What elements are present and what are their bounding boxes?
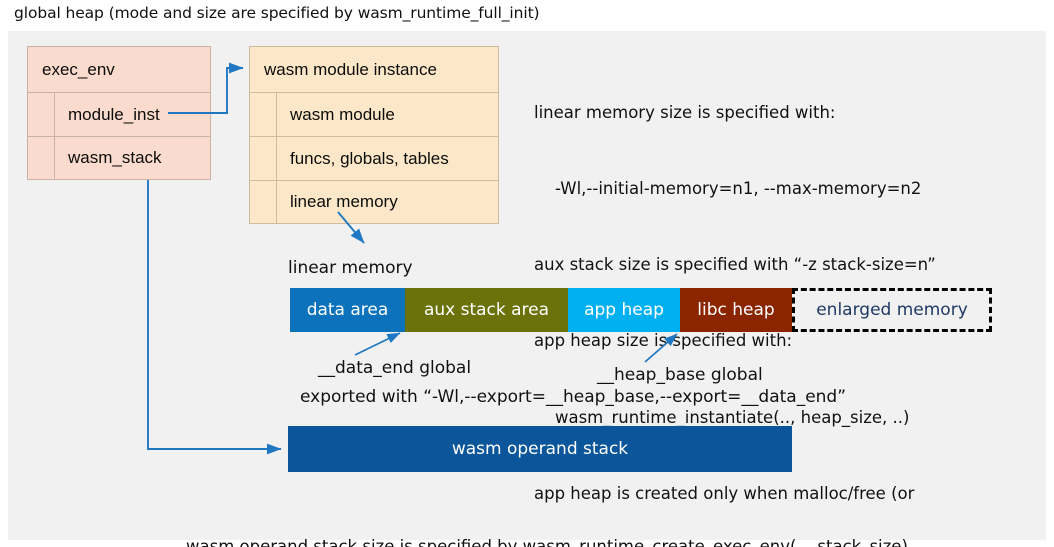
module-instance-field-wasm-module: wasm module	[250, 92, 498, 136]
exec-env-header-label: exec_env	[42, 59, 115, 79]
linear-memory-label: linear memory	[288, 258, 413, 278]
memory-segment-label: libc heap	[697, 300, 775, 320]
module-instance-gutter	[250, 181, 277, 223]
notes-line: app heap is created only when malloc/fre…	[534, 483, 915, 503]
exec-env-gutter	[28, 93, 55, 136]
memory-segment-libc-heap: libc heap	[680, 288, 792, 332]
exec-env-field-module-inst: module_inst	[28, 92, 210, 136]
exec-env-header: exec_env	[28, 47, 210, 92]
wasm-module-instance-box: wasm module instance wasm module funcs, …	[249, 46, 499, 224]
module-instance-gutter	[250, 93, 277, 136]
module-instance-field-funcs-globals-tables: funcs, globals, tables	[250, 136, 498, 180]
module-instance-header: wasm module instance	[250, 47, 498, 92]
wasm-operand-stack-bar: wasm operand stack	[288, 426, 792, 472]
wasm-operand-stack-label: wasm operand stack	[451, 439, 629, 459]
memory-segment-aux-stack-area: aux stack area	[405, 288, 568, 332]
annotation-exported-with: exported with “-Wl,--export=__heap_base,…	[300, 387, 847, 407]
exec-env-box: exec_env module_inst wasm_stack	[27, 46, 211, 180]
memory-segment-enlarged-memory: enlarged memory	[792, 288, 992, 332]
memory-segment-data-area: data area	[290, 288, 405, 332]
module-instance-header-label: wasm module instance	[264, 59, 437, 79]
annotation-data-end: __data_end global	[318, 358, 472, 378]
exec-env-field-label: module_inst	[68, 104, 160, 124]
memory-segment-label: enlarged memory	[816, 300, 968, 320]
operand-stack-notes: wasm operand stack size is specified by …	[186, 483, 908, 547]
operand-stack-note-line: wasm operand stack size is specified by …	[186, 537, 908, 547]
notes-line: -Wl,--initial-memory=n1, --max-memory=n2	[534, 179, 922, 199]
module-instance-field-label: funcs, globals, tables	[290, 148, 449, 168]
notes-line: linear memory size is specified with:	[534, 102, 836, 122]
exec-env-gutter	[28, 137, 55, 179]
module-instance-field-label: linear memory	[290, 192, 398, 211]
module-instance-field-linear-memory: linear memory	[250, 180, 498, 223]
linear-memory-bar: data area aux stack area app heap libc h…	[290, 288, 992, 332]
notes-line: app heap size is specified with:	[534, 331, 793, 351]
exec-env-field-wasm-stack: wasm_stack	[28, 136, 210, 179]
memory-config-notes: linear memory size is specified with: -W…	[534, 49, 936, 547]
page-title: global heap (mode and size are specified…	[14, 4, 540, 22]
annotation-heap-base: __heap_base global	[597, 365, 763, 385]
module-instance-field-label: wasm module	[290, 104, 395, 124]
memory-segment-app-heap: app heap	[568, 288, 680, 332]
notes-line: wasm_runtime_instantiate(.., heap_size, …	[534, 407, 910, 427]
memory-segment-label: aux stack area	[423, 300, 550, 320]
memory-segment-label: app heap	[584, 300, 664, 320]
module-instance-gutter	[250, 137, 277, 180]
exec-env-field-label: wasm_stack	[68, 148, 162, 167]
notes-line: aux stack size is specified with “-z sta…	[534, 255, 936, 275]
memory-segment-label: data area	[306, 300, 389, 320]
